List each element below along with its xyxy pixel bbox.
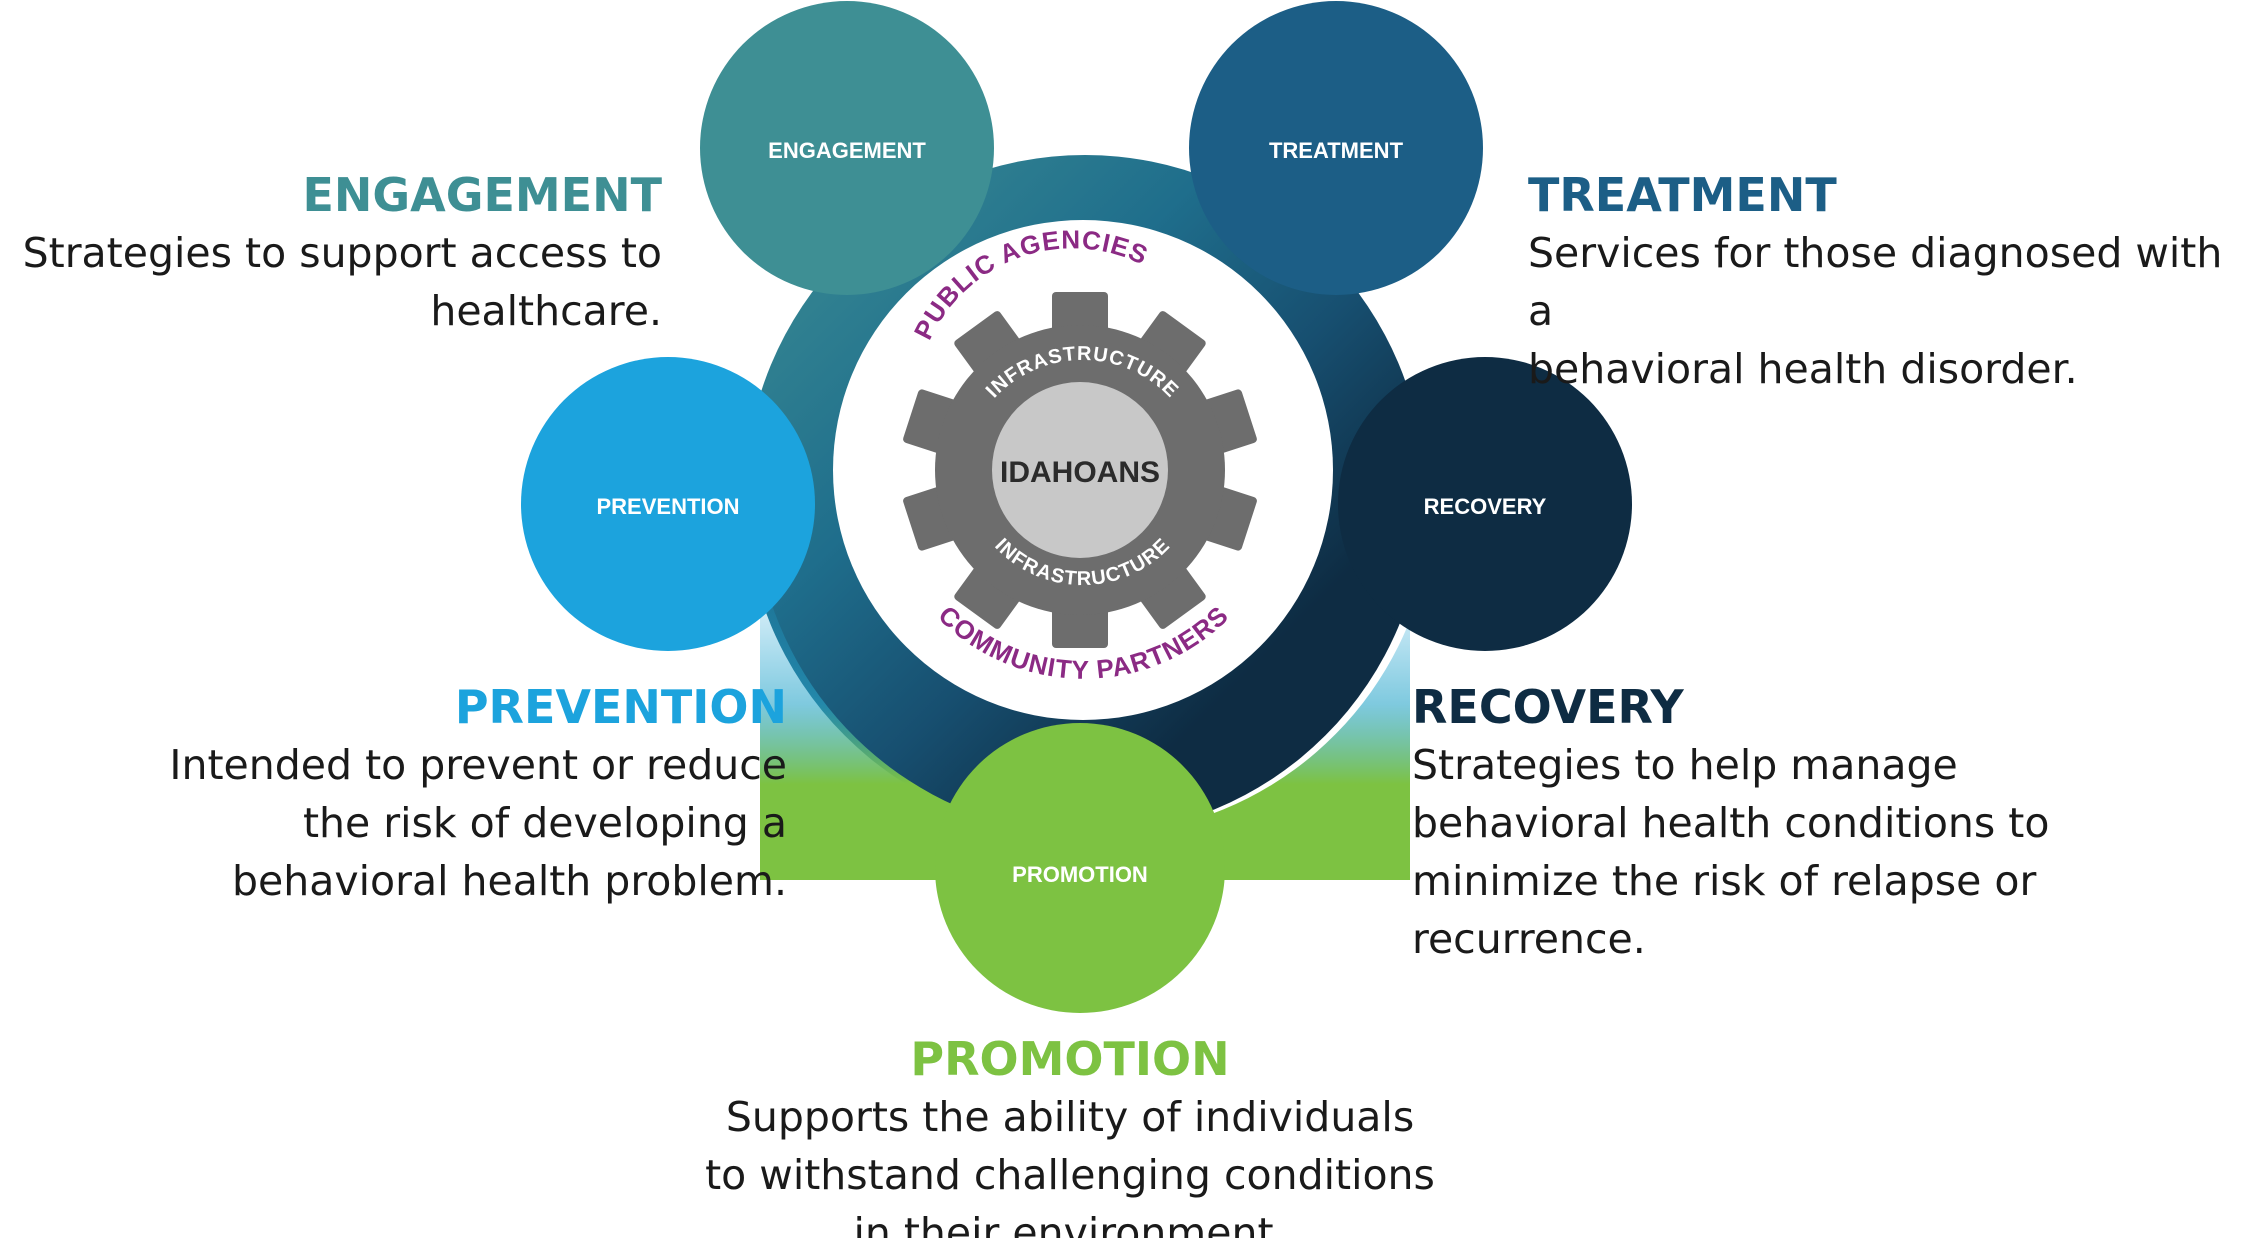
engagement-title: ENGAGEMENT bbox=[302, 168, 662, 222]
gear-icon bbox=[903, 292, 1257, 648]
promotion-title: PROMOTION bbox=[910, 1032, 1230, 1086]
prevention-circle-label: PREVENTION bbox=[596, 494, 739, 519]
treatment-circle-label: TREATMENT bbox=[1269, 138, 1404, 163]
recovery-title: RECOVERY bbox=[1412, 680, 1684, 734]
core-circle bbox=[992, 382, 1168, 558]
treatment-title: TREATMENT bbox=[1528, 168, 1837, 222]
promotion-block: PROMOTION Supports the ability of indivi… bbox=[620, 1030, 1520, 1238]
prevention-description: Intended to prevent or reduce the risk o… bbox=[169, 741, 787, 905]
recovery-block: RECOVERY Strategies to help manage behav… bbox=[1412, 678, 2172, 968]
recovery-circle bbox=[1338, 357, 1632, 651]
prevention-block: PREVENTION Intended to prevent or reduce… bbox=[87, 678, 787, 910]
prevention-title: PREVENTION bbox=[454, 680, 787, 734]
recovery-circle-label: RECOVERY bbox=[1424, 494, 1547, 519]
prevention-circle bbox=[521, 357, 815, 651]
engagement-block: ENGAGEMENT Strategies to support access … bbox=[0, 166, 662, 340]
treatment-circle bbox=[1189, 1, 1483, 295]
recovery-description: Strategies to help manage behavioral hea… bbox=[1412, 741, 2050, 963]
promotion-description: Supports the ability of individuals to w… bbox=[705, 1093, 1435, 1238]
promotion-circle-label: PROMOTION bbox=[1012, 862, 1148, 887]
engagement-description: Strategies to support access to healthca… bbox=[22, 229, 662, 335]
treatment-block: TREATMENT Services for those diagnosed w… bbox=[1528, 166, 2258, 398]
treatment-description: Services for those diagnosed with a beha… bbox=[1528, 229, 2223, 393]
engagement-circle-label: ENGAGEMENT bbox=[768, 138, 926, 163]
promotion-circle bbox=[935, 723, 1225, 1013]
engagement-circle bbox=[700, 1, 994, 295]
core-label: IDAHOANS bbox=[1000, 456, 1160, 489]
